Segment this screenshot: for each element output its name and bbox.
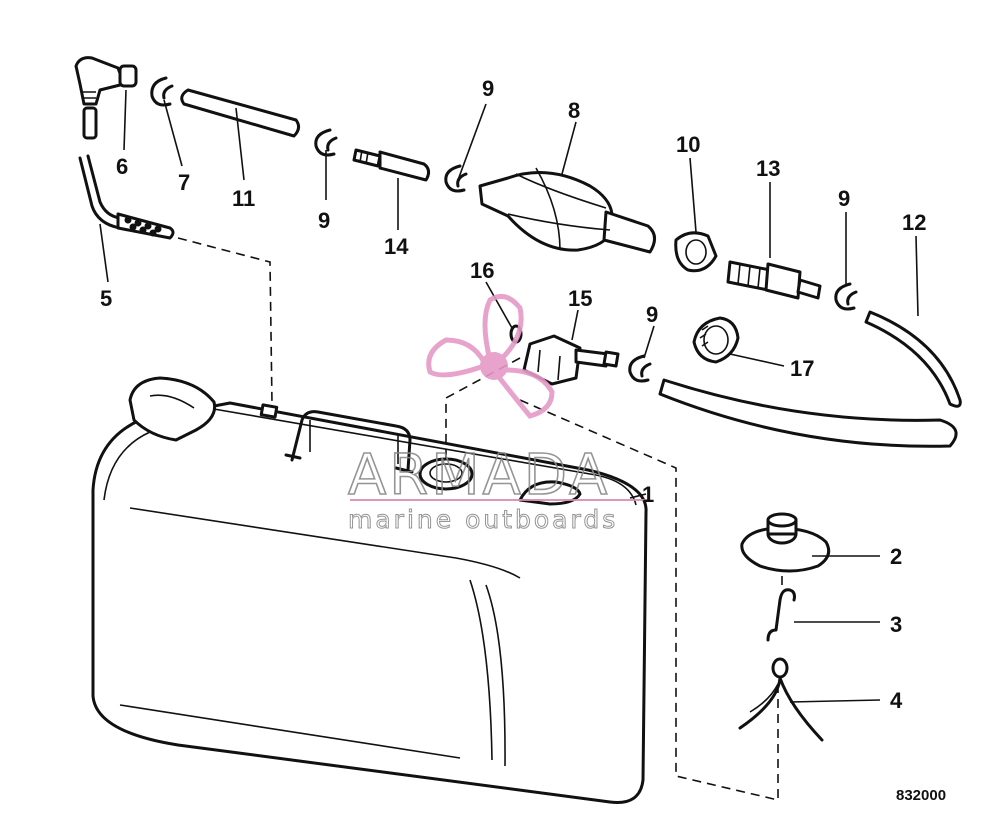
- elbow-connector: [74, 56, 138, 106]
- callout-15: 15: [568, 286, 592, 311]
- cap-chain: [766, 588, 796, 642]
- callout-7: 7: [178, 170, 190, 195]
- filler-cap: [740, 512, 831, 573]
- callout-9b: 9: [482, 76, 494, 101]
- callout-9a: 9: [318, 208, 330, 233]
- pickup-tube: [78, 106, 175, 240]
- callout-8: 8: [568, 98, 580, 123]
- callout-labels: 1 2 3 4 5 6 7 8 9 9 9 9 10 11 12 13 14 1…: [100, 76, 926, 713]
- figure-code: 832000: [896, 787, 946, 804]
- wire-retainer: [738, 657, 824, 742]
- watermark-title: ARMADA: [348, 443, 610, 508]
- callout-1: 1: [642, 482, 654, 507]
- hose-connector: [352, 148, 431, 182]
- watermark-logo: ARMADA marine outboards: [347, 293, 650, 535]
- hose-clip-7: [150, 76, 174, 107]
- propeller-icon: [426, 293, 555, 419]
- hose-clip-9b: [444, 164, 468, 193]
- callout-3: 3: [890, 612, 902, 637]
- callout-17: 17: [790, 356, 814, 381]
- callout-4: 4: [890, 688, 903, 713]
- hose-clip-9c: [628, 354, 652, 383]
- hose-clip-9d: [834, 282, 858, 311]
- quick-connector: [726, 260, 822, 300]
- leader-lines: [99, 89, 919, 703]
- coupling-nut: [674, 231, 718, 273]
- long-fuel-hose: [658, 310, 962, 448]
- tank-fuel-connector: [522, 334, 620, 386]
- assembly-lines: [177, 237, 783, 802]
- callout-14: 14: [384, 234, 409, 259]
- callout-16: 16: [470, 258, 494, 283]
- callout-9d: 9: [838, 186, 850, 211]
- callout-9c: 9: [646, 302, 658, 327]
- callout-10: 10: [676, 132, 700, 157]
- callout-2: 2: [890, 544, 902, 569]
- callout-5: 5: [100, 286, 112, 311]
- short-fuel-hose: [180, 88, 301, 138]
- filter-screen: [116, 212, 175, 240]
- hose-clamp: [692, 316, 740, 364]
- watermark-subtitle: marine outboards: [348, 505, 618, 534]
- fuel-tank: [91, 376, 648, 805]
- callout-12: 12: [902, 210, 926, 235]
- callout-11: 11: [232, 186, 255, 211]
- callout-6: 6: [116, 154, 128, 179]
- primer-bulb: [478, 167, 656, 254]
- callout-13: 13: [756, 156, 780, 181]
